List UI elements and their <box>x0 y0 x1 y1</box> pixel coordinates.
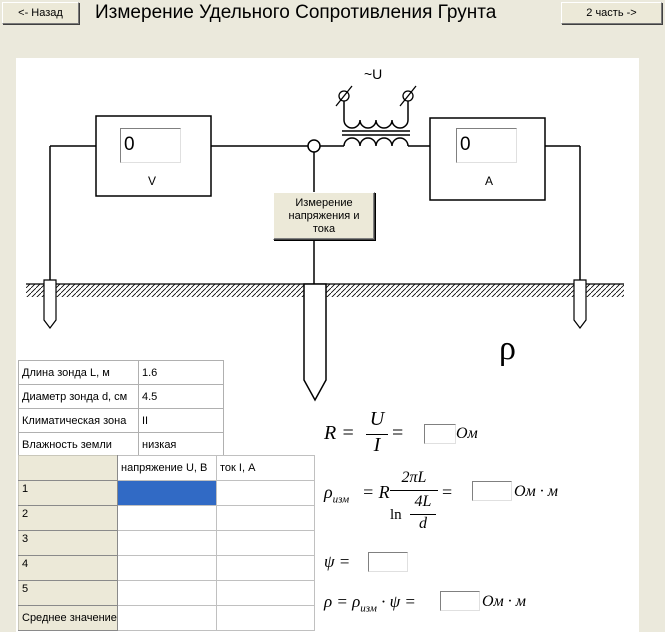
left-probe <box>43 279 57 329</box>
rho-result-field[interactable] <box>440 591 480 611</box>
table-row: 2 <box>18 505 315 531</box>
formula-rho-izm-subscript: изм <box>332 493 350 506</box>
formula-rho-lhs: ρ = ρизм · ψ = <box>324 592 416 614</box>
grid-header-corner <box>18 455 118 481</box>
param-row: Длина зонда L, м 1.6 <box>18 360 224 385</box>
rho-izm-result-field[interactable] <box>472 481 512 501</box>
formula-r-lhs: R = <box>324 422 355 444</box>
ammeter-display: 0 <box>456 128 517 163</box>
formula-rho-unit: Ом · м <box>482 593 526 610</box>
param-value-climate-zone: II <box>138 408 224 433</box>
param-label-soil-moisture: Влажность земли <box>18 432 139 457</box>
table-row: 4 <box>18 555 315 581</box>
table-row: 1 <box>18 480 315 506</box>
voltage-cell[interactable] <box>117 505 217 531</box>
param-row: Влажность земли низкая <box>18 432 224 457</box>
next-part-button[interactable]: 2 часть -> <box>561 2 662 24</box>
current-cell[interactable] <box>216 480 315 506</box>
transformer-secondary-coil <box>343 137 409 147</box>
current-cell[interactable] <box>216 555 315 581</box>
psi-result-field[interactable] <box>368 552 408 572</box>
current-cell[interactable] <box>216 505 315 531</box>
current-average-cell[interactable] <box>216 605 315 631</box>
voltage-average-cell[interactable] <box>117 605 217 631</box>
current-cell[interactable] <box>216 530 315 556</box>
resistance-result-field[interactable] <box>424 424 456 444</box>
param-row: Климатическая зона II <box>18 408 224 433</box>
formula-rho-subscript: изм <box>360 602 377 615</box>
voltage-cell[interactable] <box>117 480 217 506</box>
measure-button-line-1: Измерение <box>295 197 353 209</box>
center-probe <box>303 283 327 402</box>
formula-rho-izm-ln: ln <box>390 507 402 523</box>
voltage-cell[interactable] <box>117 530 217 556</box>
current-cell[interactable] <box>216 580 315 606</box>
table-row: Среднее значение <box>18 605 315 631</box>
formula-rho-izm-unit: Ом · м <box>514 483 558 500</box>
formula-rho-izm-equals: = <box>442 482 453 502</box>
row-label-average: Среднее значение <box>18 605 118 631</box>
right-probe <box>573 279 587 329</box>
measurements-grid: напряжение U, В ток I, А 1 2 3 4 5 <box>18 455 315 631</box>
measure-button-line-3: тока <box>312 223 336 235</box>
formula-rho-izm-lhs: ρизм <box>324 482 349 506</box>
formula-r-equals: = <box>392 422 404 444</box>
param-row: Диаметр зонда d, см 4.5 <box>18 384 224 409</box>
main-panel: ~U ρ 0 V 0 A Измерение напряжения и тока… <box>16 58 639 632</box>
source-terminal-right-slash <box>399 85 417 107</box>
formula-rho-izm-eq-r: = R <box>362 482 390 502</box>
voltmeter-display: 0 <box>120 128 181 163</box>
junction-node <box>307 139 321 153</box>
param-value-soil-moisture: низкая <box>138 432 224 457</box>
row-label: 3 <box>18 530 118 556</box>
param-value-probe-length: 1.6 <box>138 360 224 385</box>
grid-header-current: ток I, А <box>216 455 315 481</box>
page-title: Измерение Удельного Сопротивления Грунта <box>95 2 497 23</box>
formula-rho-izm-numerator: 2πL <box>401 469 427 486</box>
formula-rho-psi: · ψ = <box>381 592 416 611</box>
row-label: 2 <box>18 505 118 531</box>
transformer-primary-coil <box>343 119 409 129</box>
voltage-cell[interactable] <box>117 555 217 581</box>
table-row: 5 <box>18 580 315 606</box>
source-terminal-left-slash <box>335 85 353 107</box>
source-label: ~U <box>364 66 382 82</box>
param-label-probe-diameter: Диаметр зонда d, см <box>18 384 139 409</box>
grid-header-row: напряжение U, В ток I, А <box>18 455 315 481</box>
row-label: 5 <box>18 580 118 606</box>
measure-voltage-current-button[interactable]: Измерение напряжения и тока <box>273 192 375 240</box>
param-value-probe-diameter: 4.5 <box>138 384 224 409</box>
formula-rho-expression: ρ = ρ <box>324 592 361 611</box>
param-label-probe-length: Длина зонда L, м <box>18 360 139 385</box>
formula-rho-izm-inner-denominator: d <box>419 515 427 532</box>
formula-psi-lhs: ψ = <box>324 552 351 571</box>
param-label-climate-zone: Климатическая зона <box>18 408 139 433</box>
measure-button-line-2: напряжения и <box>288 210 360 222</box>
formula-r-unit: Ом <box>456 425 478 442</box>
formula-rho-izm-fraction-bar <box>390 490 438 491</box>
formula-r-numerator: U <box>369 408 385 430</box>
formula-rho-izm-inner-bar <box>410 514 436 515</box>
rho-symbol: ρ <box>499 330 516 367</box>
formula-r-fraction-bar <box>366 434 388 435</box>
probe-parameters-table: Длина зонда L, м 1.6 Диаметр зонда d, см… <box>18 360 224 457</box>
back-button[interactable]: <- Назад <box>2 2 79 24</box>
row-label: 4 <box>18 555 118 581</box>
formula-rho-izm-symbol: ρ <box>324 482 333 502</box>
voltmeter-label: V <box>148 174 157 188</box>
grid-header-voltage: напряжение U, В <box>117 455 217 481</box>
row-label: 1 <box>18 480 118 506</box>
formula-rho-izm-inner-numerator: 4L <box>414 493 432 510</box>
ammeter-label: A <box>485 174 494 188</box>
voltage-cell[interactable] <box>117 580 217 606</box>
table-row: 3 <box>18 530 315 556</box>
formula-r-denominator: I <box>373 434 381 456</box>
